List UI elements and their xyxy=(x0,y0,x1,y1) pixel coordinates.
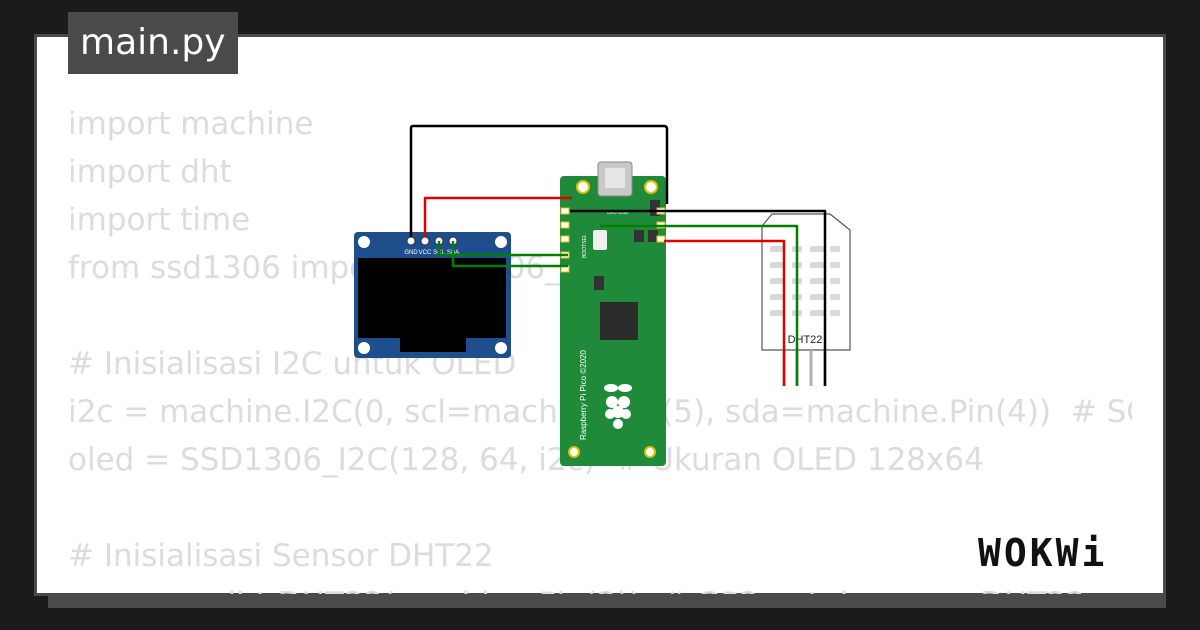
raspberry-logo-icon xyxy=(604,384,632,429)
oled-screen xyxy=(358,258,506,338)
wokwi-logo: WOKWi xyxy=(978,530,1148,576)
code-line: # Inisialisasi I2C untuk OLED xyxy=(68,346,517,382)
bootsel-button xyxy=(593,230,607,250)
code-line: import time xyxy=(68,202,251,238)
wire-red xyxy=(664,239,786,386)
oled-pin-label: GND xyxy=(404,250,418,256)
code-line: # Inisialisasi Sensor DHT22 xyxy=(68,538,494,574)
oled-pin-label: VCC xyxy=(419,250,432,256)
wire-green xyxy=(437,241,568,257)
wire-black xyxy=(570,209,827,386)
wire-green xyxy=(600,224,799,386)
oled-display[interactable]: GND VCC SCL SDA xyxy=(354,232,511,358)
pico-led-label: LED xyxy=(607,210,617,216)
code-line: sensor = dht.DHT22(machine.Pin(2)) # GP2… xyxy=(68,580,1132,594)
raspberry-pi-pico[interactable]: LED USB BOOTSEL Raspberry Pi Pico ©2020 xyxy=(560,161,666,466)
pico-bootsel-label: BOOTSEL xyxy=(582,234,588,258)
wire-green xyxy=(451,241,568,268)
rp2040-chip xyxy=(600,302,638,340)
wokwi-logo-text: WOKWi xyxy=(978,531,1108,575)
pico-usb-label: USB xyxy=(618,210,629,216)
pico-name-label: Raspberry Pi Pico ©2020 xyxy=(579,350,588,440)
wires xyxy=(409,124,827,386)
wire-black xyxy=(409,124,669,237)
code-line: import machine xyxy=(68,106,314,142)
card-shadow xyxy=(48,594,1166,608)
code-line: i2c = machine.I2C(0, scl=machine.Pin(5),… xyxy=(68,394,1132,430)
file-tab-label: main.py xyxy=(80,22,226,63)
wire-red xyxy=(423,196,572,237)
dht22-label: DHT22 xyxy=(788,334,823,346)
file-tab[interactable]: main.py xyxy=(68,12,238,74)
code-line: oled = SSD1306_I2C(128, 64, i2c) # Ukura… xyxy=(68,442,984,478)
code-line: import dht xyxy=(68,154,232,190)
